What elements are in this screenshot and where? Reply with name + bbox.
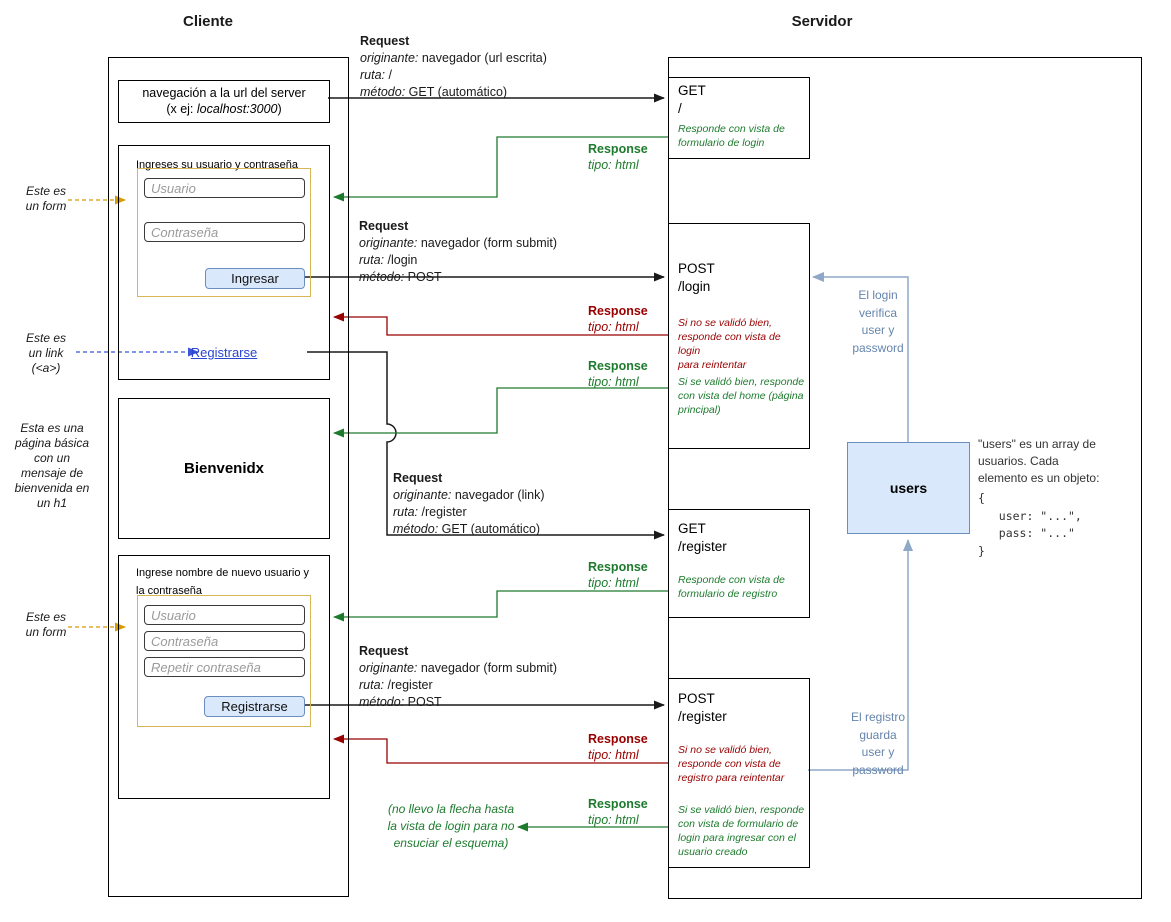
- response-ok-arrows: [333, 136, 668, 832]
- route-post-login: POST /login Si no se validó bien, respon…: [668, 223, 810, 449]
- route-post-register-success-note: Si se validó bien, responde con vista de…: [678, 804, 805, 858]
- route-post-login-success-note: Si se validó bien, responde con vista de…: [678, 376, 805, 416]
- server-container: [668, 57, 1142, 899]
- annotation-form-top: Este es un form: [25, 184, 67, 213]
- route-get-register-label: GET /register: [678, 521, 727, 554]
- route-get-register-note: Responde con vista de formulario de regi…: [678, 574, 785, 600]
- login-password-input[interactable]: [144, 222, 305, 242]
- register-save-note: El registro guarda user y password: [850, 710, 906, 777]
- request-label-get-register: Request originante: navegador (link) rut…: [393, 471, 545, 536]
- route-post-login-fail-note: Si no se validó bien, responde con vista…: [678, 317, 781, 371]
- register-username-input[interactable]: [144, 605, 305, 625]
- register-form-label: Ingrese nombre de nuevo usuario y la con…: [136, 567, 310, 597]
- login-form: Ingresar: [137, 168, 311, 297]
- annotation-arrows: [68, 195, 199, 632]
- register-submit-button[interactable]: Registrarse: [204, 696, 305, 717]
- users-store-label: users: [889, 480, 928, 496]
- client-title: Cliente: [182, 13, 233, 30]
- login-page-box: Ingreses su usuario y contraseña Ingresa…: [118, 145, 330, 380]
- users-store-object-example: { user: "...", pass: "..." }: [978, 491, 1082, 558]
- request-arrows: [303, 93, 665, 710]
- route-get-root-label: GET /: [678, 83, 706, 116]
- nav-url-box: navegación a la url del server (x ej: lo…: [118, 80, 330, 123]
- response-label-get-root: Response tipo: html: [588, 142, 648, 172]
- users-store-description: "users" es un array de usuarios. Cada el…: [978, 437, 1100, 485]
- annotation-welcome-page: Esta es una página básica con un mensaje…: [14, 421, 90, 510]
- response-label-login-ok: Response tipo: html: [588, 359, 648, 389]
- route-post-register-label: POST /register: [678, 691, 727, 724]
- login-submit-button[interactable]: Ingresar: [205, 268, 305, 289]
- register-repeat-password-input[interactable]: [144, 657, 305, 677]
- client-container: [108, 57, 349, 897]
- route-get-root: GET / Responde con vista de formulario d…: [668, 77, 810, 159]
- register-page-box: Ingrese nombre de nuevo usuario y la con…: [118, 555, 330, 799]
- request-label-get-root: Request originante: navegador (url escri…: [360, 34, 547, 99]
- welcome-page-box: Bienvenidx: [118, 398, 330, 539]
- annotation-form-bottom: Este es un form: [25, 610, 67, 639]
- route-post-register: POST /register Si no se validó bien, res…: [668, 678, 810, 868]
- register-link[interactable]: Registrarse: [190, 345, 258, 360]
- server-title: Servidor: [791, 13, 853, 30]
- response-label-login-fail: Response tipo: html: [588, 304, 648, 334]
- route-post-register-fail-note: Si no se validó bien, responde con vista…: [678, 744, 785, 784]
- users-store-arrows: [808, 272, 913, 771]
- response-fail-arrows: [333, 312, 668, 764]
- route-post-login-label: POST /login: [678, 261, 715, 294]
- welcome-heading: Bienvenidx: [183, 460, 265, 477]
- route-get-root-note: Responde con vista de formulario de logi…: [678, 123, 785, 149]
- users-store-box: users: [847, 442, 970, 534]
- nav-url-text: navegación a la url del server (x ej: lo…: [142, 86, 306, 116]
- response-label-register-ok: Response tipo: html: [588, 797, 648, 827]
- response-label-get-register: Response tipo: html: [588, 560, 648, 590]
- register-form: Registrarse: [137, 595, 311, 727]
- annotation-link: Este es un link (<a>): [25, 331, 67, 375]
- route-get-register: GET /register Responde con vista de form…: [668, 509, 810, 618]
- response-label-register-fail: Response tipo: html: [588, 732, 648, 762]
- request-label-post-login: Request originante: navegador (form subm…: [359, 219, 558, 284]
- schema-note: (no llevo la flecha hasta la vista de lo…: [387, 802, 515, 850]
- request-label-post-register: Request originante: navegador (form subm…: [359, 644, 558, 709]
- register-password-input[interactable]: [144, 631, 305, 651]
- login-username-input[interactable]: [144, 178, 305, 198]
- login-verify-note: El login verifica user y password: [852, 288, 904, 355]
